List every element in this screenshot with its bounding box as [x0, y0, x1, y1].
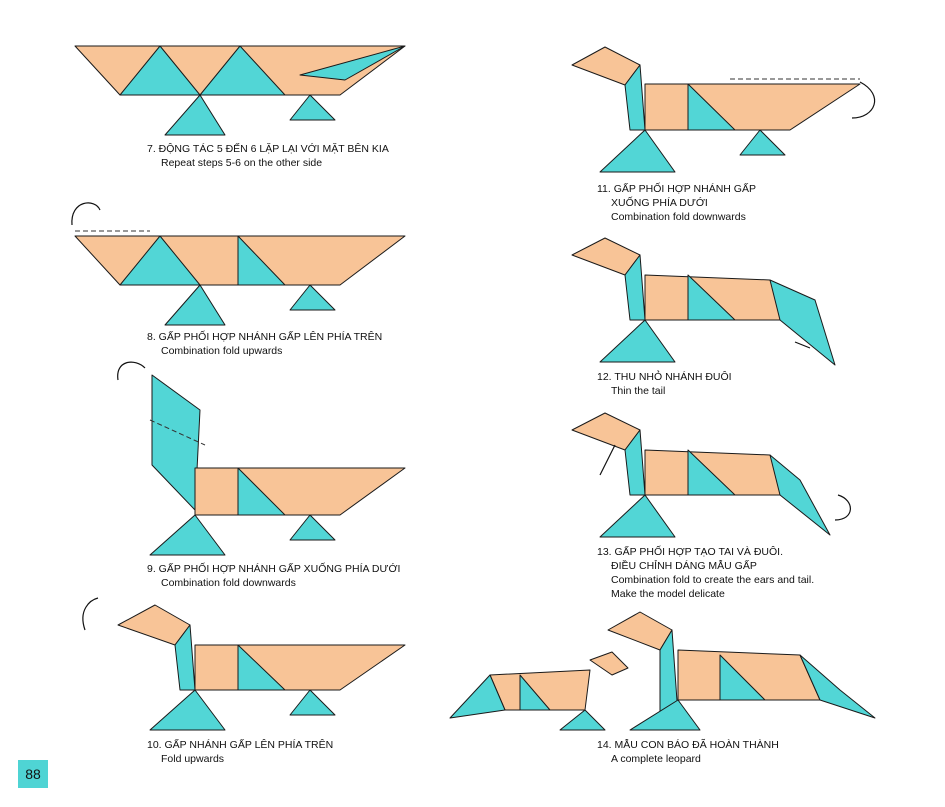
step-title: 14. MẪU CON BÁO ĐÃ HOÀN THÀNH: [597, 739, 779, 751]
step-12-caption: 12. THU NHỎ NHÁNH ĐUÔI Thin the tail: [597, 370, 732, 398]
step-title-line2: ĐIỀU CHỈNH DÁNG MẪU GẤP: [611, 560, 757, 572]
step-title: 7. ĐỘNG TÁC 5 ĐẾN 6 LẶP LẠI VỚI MẶT BÊN …: [147, 143, 389, 155]
step-10-caption: 10. GẤP NHÁNH GẤP LÊN PHÍA TRÊN Fold upwa…: [147, 738, 333, 766]
step-title-line2: XUỐNG PHÍA DƯỚI: [611, 197, 708, 209]
step-description-line2: Make the model delicate: [611, 588, 725, 600]
fold-arrow-icon: [834, 494, 851, 521]
step-7-diagram: [74, 45, 406, 136]
step-8-caption: 8. GẤP PHỐI HỢP NHÁNH GẤP LÊN PHÍA TRÊN C…: [147, 330, 382, 358]
fold-arrow-icon: [851, 81, 876, 119]
step-11-caption: 11. GẤP PHỐI HỢP NHÁNH GẤP XUỐNG PHÍA DƯỚ…: [597, 182, 756, 224]
fold-arrow-icon: [117, 361, 146, 381]
step-title: 11. GẤP PHỐI HỢP NHÁNH GẤP: [597, 183, 756, 195]
step-14-diagram: [449, 611, 876, 731]
fold-arrow-icon: [82, 597, 99, 631]
step-description: Thin the tail: [611, 385, 666, 397]
step-description: Repeat steps 5-6 on the other side: [161, 157, 323, 169]
fold-arrow-icon: [794, 341, 811, 349]
step-description: Combination fold downwards: [161, 577, 296, 589]
step-description: Combination fold upwards: [161, 345, 283, 357]
step-7-caption: 7. ĐỘNG TÁC 5 ĐẾN 6 LẶP LẠI VỚI MẶT BÊN …: [147, 142, 389, 170]
step-12-diagram: [571, 237, 836, 366]
step-title: 12. THU NHỎ NHÁNH ĐUÔI: [597, 371, 732, 383]
step-13-diagram: [571, 412, 851, 538]
step-11-diagram: [571, 46, 876, 173]
step-title: 10. GẤP NHÁNH GẤP LÊN PHÍA TRÊN: [147, 739, 334, 751]
page-number: 88: [18, 760, 48, 788]
step-9-diagram: [117, 361, 406, 556]
step-10-diagram: [82, 597, 406, 731]
step-description: Fold upwards: [161, 753, 225, 765]
step-title: 13. GẤP PHỐI HỢP TẠO TAI VÀ ĐUÔI.: [597, 546, 784, 558]
step-13-caption: 13. GẤP PHỐI HỢP TẠO TAI VÀ ĐUÔI. ĐIỀU CH…: [597, 545, 814, 601]
step-description: Combination fold downwards: [611, 211, 746, 223]
step-8-diagram: [71, 202, 406, 326]
step-title: 8. GẤP PHỐI HỢP NHÁNH GẤP LÊN PHÍA TRÊN: [147, 331, 383, 343]
fold-arrow-icon: [71, 202, 101, 226]
fold-arrow-icon: [599, 444, 616, 476]
step-description: Combination fold to create the ears and …: [611, 574, 815, 586]
step-14-caption: 14. MẪU CON BÁO ĐÃ HOÀN THÀNH A complete …: [597, 738, 779, 766]
step-description: A complete leopard: [611, 753, 701, 765]
step-9-caption: 9. GẤP PHỐI HỢP NHÁNH GẤP XUỐNG PHÍA DƯỚ…: [147, 562, 400, 590]
step-title: 9. GẤP PHỐI HỢP NHÁNH GẤP XUỐNG PHÍA DƯỚ…: [147, 563, 401, 575]
